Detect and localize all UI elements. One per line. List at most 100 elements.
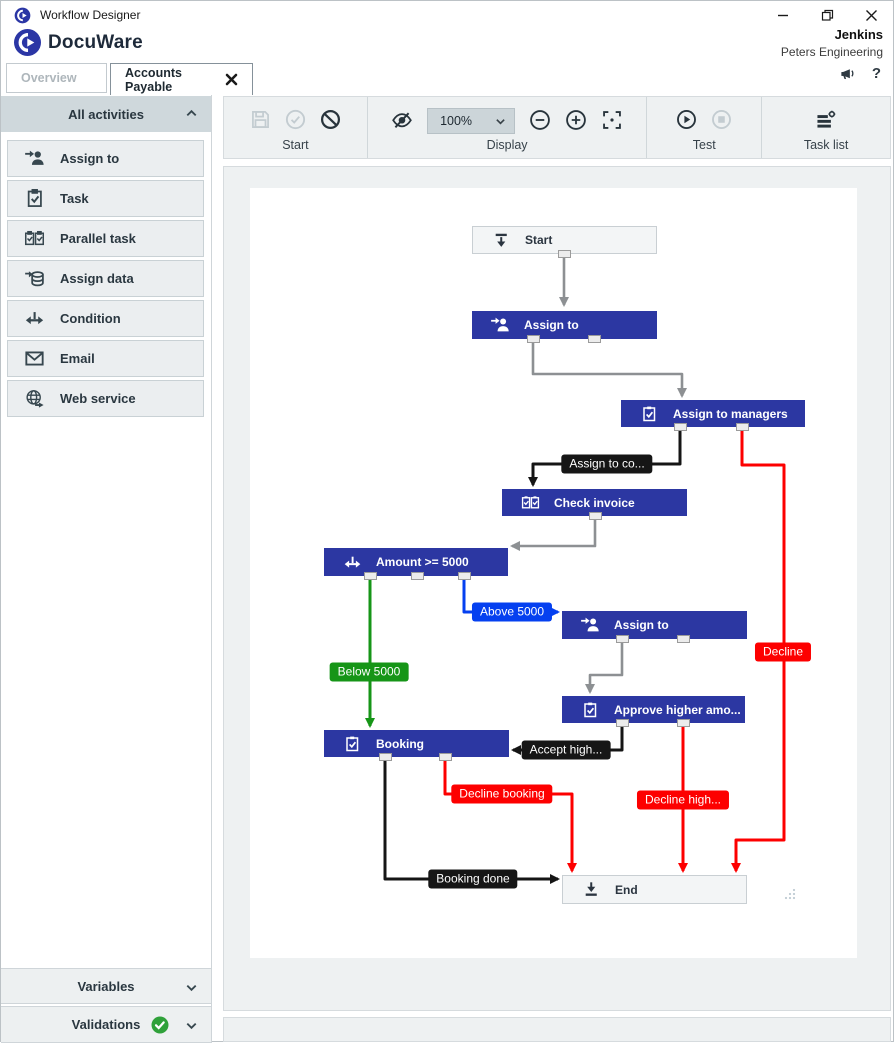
node-end[interactable]: End: [562, 875, 747, 904]
unpublish-block-icon[interactable]: [320, 109, 341, 130]
publish-check-icon[interactable]: [285, 109, 306, 130]
node-label: Start: [525, 233, 553, 247]
tab-overview[interactable]: Overview: [6, 63, 107, 93]
parallel-task-icon: [515, 493, 545, 512]
task-icon: [8, 188, 60, 209]
edge-label-decline-high[interactable]: Decline high...: [636, 790, 730, 810]
activities-sidebar: All activities Assign to Task Parallel t…: [1, 95, 212, 1043]
assign-person-icon: [575, 615, 605, 635]
all-activities-header[interactable]: All activities: [1, 96, 211, 132]
docuware-logo-icon: [14, 29, 41, 56]
edge-assign-to-managers[interactable]: [531, 339, 687, 398]
edge-label-assign-to-co[interactable]: Assign to co...: [561, 454, 653, 474]
connector-handle[interactable]: [458, 572, 471, 580]
validations-section-header[interactable]: Validations: [1, 1006, 211, 1043]
task-list-icon[interactable]: [815, 109, 837, 131]
connector-handle[interactable]: [439, 753, 452, 761]
connector-handle[interactable]: [616, 635, 629, 643]
close-tab-icon[interactable]: [225, 73, 238, 86]
parallel-task-icon: [8, 228, 60, 249]
hide-grid-eye-off-icon[interactable]: [391, 109, 413, 131]
feedback-megaphone-icon[interactable]: [839, 65, 856, 82]
help-icon[interactable]: ?: [871, 65, 881, 82]
node-assign-to-1[interactable]: Assign to: [472, 311, 657, 339]
variables-label: Variables: [77, 978, 135, 994]
close-button[interactable]: [849, 1, 893, 29]
sidebar-item-label: Condition: [60, 311, 121, 326]
sidebar-item-assign-to[interactable]: Assign to: [7, 140, 204, 177]
node-amount-condition[interactable]: Amount >= 5000: [324, 548, 508, 576]
stop-test-icon[interactable]: [711, 109, 732, 130]
node-label: Amount >= 5000: [376, 555, 469, 569]
chevron-down-icon: [184, 1018, 199, 1033]
sidebar-item-condition[interactable]: Condition: [7, 300, 204, 337]
sidebar-item-label: Task: [60, 191, 89, 206]
connector-handle[interactable]: [588, 335, 601, 343]
connector-handle[interactable]: [677, 719, 690, 727]
edge-label-booking-done[interactable]: Booking done: [428, 869, 518, 889]
organization-name: Peters Engineering: [780, 45, 883, 59]
zoom-in-icon[interactable]: [565, 109, 587, 131]
sidebar-item-web-service[interactable]: Web service: [7, 380, 204, 417]
edge-check-invoice-to-condition[interactable]: [510, 516, 597, 551]
connector-handle[interactable]: [411, 572, 424, 580]
toolbar-group-start: Start: [224, 97, 367, 158]
restore-button[interactable]: [805, 1, 849, 29]
validation-success-icon: [151, 1016, 169, 1034]
edge-label-accept-high[interactable]: Accept high...: [521, 740, 611, 760]
toolbar-group-label: Task list: [803, 138, 849, 152]
connector-handle[interactable]: [589, 512, 602, 520]
sidebar-item-assign-data[interactable]: Assign data: [7, 260, 204, 297]
connector-handle[interactable]: [616, 719, 629, 727]
zoom-out-icon[interactable]: [529, 109, 551, 131]
docuware-logo: DocuWare: [14, 29, 143, 56]
workflow-canvas[interactable]: Start Assign to Assign to managers Check…: [250, 188, 857, 958]
connector-handle[interactable]: [364, 572, 377, 580]
variables-section-header[interactable]: Variables: [1, 968, 211, 1004]
node-check-invoice[interactable]: Check invoice: [502, 489, 687, 516]
sidebar-item-label: Email: [60, 351, 95, 366]
connector-handle[interactable]: [674, 423, 687, 431]
chevron-up-icon: [184, 106, 199, 121]
connector-handle[interactable]: [527, 335, 540, 343]
node-label: End: [615, 882, 638, 897]
node-assign-to-2[interactable]: Assign to: [562, 611, 747, 639]
all-activities-label: All activities: [68, 106, 144, 122]
edge-assign-to-approve[interactable]: [585, 639, 624, 694]
node-assign-to-managers[interactable]: Assign to managers: [621, 400, 805, 427]
fit-to-screen-icon[interactable]: [601, 109, 623, 131]
validations-label: Validations: [71, 1017, 141, 1032]
tab-accounts-payable[interactable]: Accounts Payable: [110, 63, 253, 95]
run-test-play-icon[interactable]: [676, 109, 697, 130]
sidebar-item-label: Web service: [60, 391, 136, 406]
assign-person-icon: [8, 148, 60, 169]
sidebar-item-parallel-task[interactable]: Parallel task: [7, 220, 204, 257]
edge-label-decline-booking[interactable]: Decline booking: [451, 784, 553, 804]
sidebar-item-task[interactable]: Task: [7, 180, 204, 217]
connector-handle[interactable]: [379, 753, 392, 761]
toolbar-group-label: Test: [692, 138, 716, 152]
edge-label-below-5000[interactable]: Below 5000: [329, 662, 409, 682]
node-approve-higher-amount[interactable]: Approve higher amo...: [562, 696, 745, 723]
zoom-select[interactable]: 100%: [427, 108, 516, 134]
tab-accounts-payable-label: Accounts Payable: [125, 65, 182, 94]
connector-handle[interactable]: [677, 635, 690, 643]
edge-booking-done-to-end[interactable]: [383, 757, 560, 884]
connector-handle[interactable]: [736, 423, 749, 431]
status-bar: [223, 1017, 891, 1042]
canvas-resize-grip[interactable]: [784, 888, 796, 900]
sidebar-item-email[interactable]: Email: [7, 340, 204, 377]
assign-person-icon: [485, 315, 515, 335]
edge-label-decline[interactable]: Decline: [754, 642, 812, 662]
node-start[interactable]: Start: [472, 226, 657, 254]
edge-label-above-5000[interactable]: Above 5000: [471, 602, 553, 622]
web-service-icon: [8, 388, 60, 409]
sidebar-item-label: Parallel task: [60, 231, 136, 246]
toolbar-group-test: Test: [647, 97, 761, 158]
minimize-button[interactable]: [761, 1, 805, 29]
save-icon[interactable]: [250, 109, 271, 130]
node-booking[interactable]: Booking: [324, 730, 509, 757]
tab-overview-label: Overview: [21, 71, 77, 85]
edge-decline-booking-to-end[interactable]: [443, 757, 577, 873]
connector-handle[interactable]: [558, 250, 571, 258]
